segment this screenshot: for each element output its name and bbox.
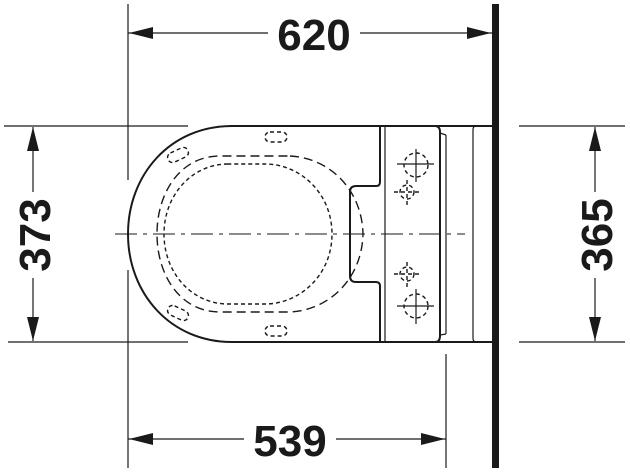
dimension-label-365: 365	[573, 198, 622, 271]
fixing-hole-upper-small	[394, 180, 420, 205]
fixing-hole-upper-large	[397, 149, 434, 182]
dimension-365: 365	[519, 125, 625, 343]
dimension-620: 620	[127, 4, 492, 180]
dimension-label-620: 620	[277, 11, 350, 60]
fixing-hole-lower-small	[394, 262, 420, 287]
wall	[492, 4, 499, 468]
dimension-label-373: 373	[11, 198, 60, 271]
dimension-label-539: 539	[253, 417, 326, 466]
fixing-hole-lower-large	[397, 289, 434, 324]
dimension-373: 373	[4, 125, 188, 343]
dimension-539: 539	[127, 270, 447, 468]
bowl-hidden-lines	[156, 155, 364, 313]
